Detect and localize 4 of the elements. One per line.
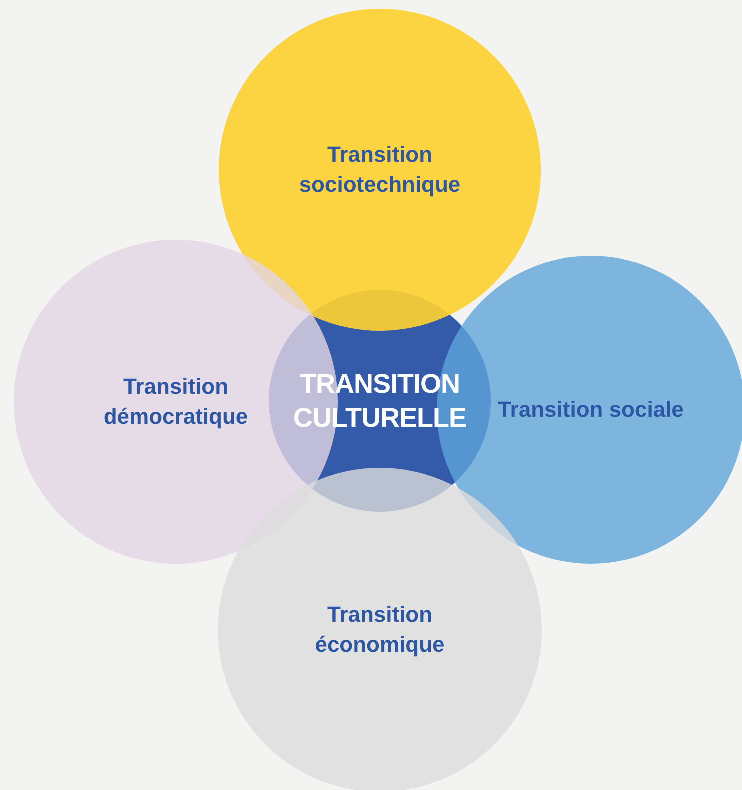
circle-label: Transition démocratique [102, 373, 250, 431]
circle-label: Transition sociotechnique [298, 141, 462, 199]
circle-label: Transition sociale [497, 396, 685, 424]
circle-label: Transition économique [314, 601, 446, 659]
